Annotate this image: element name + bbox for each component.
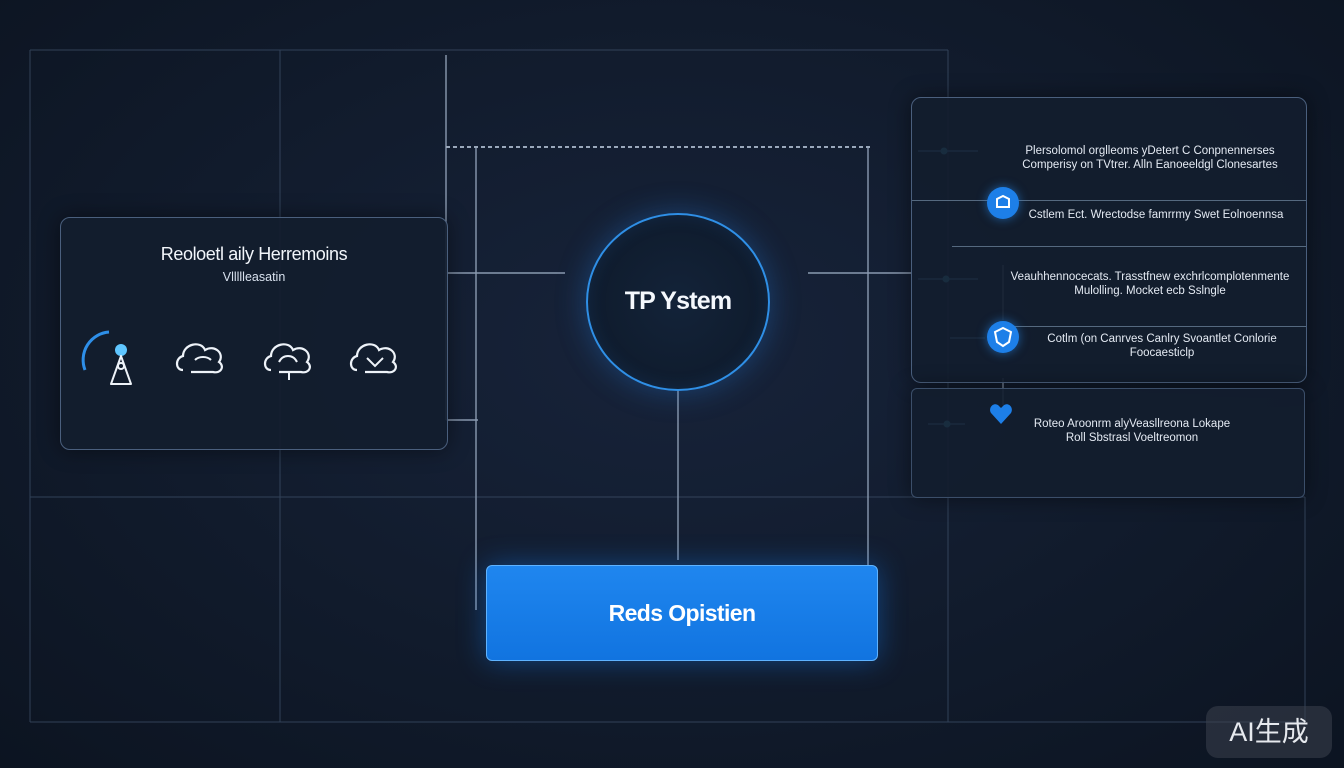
action-button[interactable]: Reds Opistien [486,565,878,661]
list-item: Veauhhennocecats. Trasstfnew exchrlcompl… [1000,270,1300,298]
left-panel-title: Reoloetl aily Herremoins [160,244,348,264]
cloud-icon [345,326,405,390]
heart-icon [987,400,1015,428]
right-panel-lower: Roteo Aroonrm alyVeasllreona Lokape Roll… [911,388,1305,498]
list-item-line: Foocaesticlp [1129,347,1195,359]
list-item: Cotlm (on Canrves Canlry Svoantlet Conlo… [1024,332,1300,360]
icon-row [81,326,411,396]
list-item: Roteo Aroonrm alyVeasllreona Lokape Roll… [1012,417,1252,445]
divider [912,200,1306,201]
watermark-badge: AI生成 [1206,706,1332,758]
left-panel: Reoloetl aily Herremoins Vllllleasatin [60,217,448,450]
right-panel: Plersolomol orglleoms yDetert C Conpnenn… [911,97,1307,383]
divider [1004,326,1306,327]
list-item-line: Roll Sbstrasl Voeltreomon [1065,432,1199,444]
shield-icon[interactable] [987,321,1019,353]
list-item-line: Veauhhennocecats. Trasstfnew exchrlcompl… [1010,271,1290,283]
list-item-line: Cstlem Ect. Wrectodse famrrmy Swet Eolno… [1028,209,1284,221]
list-item-line: Comperisy on TVtrer. Alln Eanoeeldgl Clo… [1022,159,1278,171]
system-node-label: TP Ystem [624,287,732,315]
list-item-line: Cotlm (on Canrves Canlry Svoantlet Conlo… [1047,333,1277,345]
cloud-icon [259,326,319,390]
list-item-line: Mulolling. Mocket ecb Sslngle [1074,285,1226,297]
list-item-line: Plersolomol orglleoms yDetert C Conpnenn… [1025,145,1275,157]
left-panel-subtitle: Vllllleasatin [222,270,286,284]
divider [952,246,1306,247]
cloud-icon [171,326,231,390]
system-node: TP Ystem [586,213,770,391]
tag-icon[interactable] [987,187,1019,219]
list-item: Cstlem Ect. Wrectodse famrrmy Swet Eolno… [1012,208,1300,222]
list-item-line: Roteo Aroonrm alyVeasllreona Lokape [1033,418,1231,430]
person-icon [81,326,141,390]
list-item: Plersolomol orglleoms yDetert C Conpnenn… [1000,144,1300,172]
